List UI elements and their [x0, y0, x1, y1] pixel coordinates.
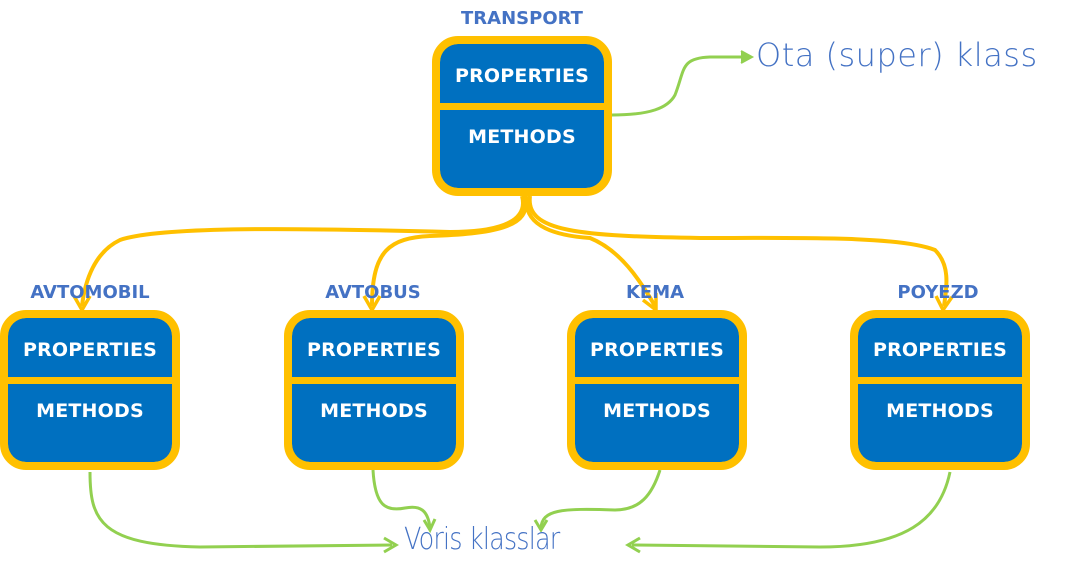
- superclass-properties: PROPERTIES: [440, 44, 604, 110]
- subclass-title-avtomobil: AVTOMOBIL: [30, 282, 150, 303]
- superclass-box-transport[interactable]: PROPERTIES METHODS: [432, 36, 612, 196]
- subclass-title-poyezd: POYEZD: [897, 282, 979, 303]
- subclass-methods: METHODS: [858, 384, 1022, 462]
- subclass-methods: METHODS: [292, 384, 456, 462]
- annotation-arrow-poyezd: [631, 471, 952, 549]
- annotation-arrow-avtobus: [371, 469, 432, 529]
- superclass-methods: METHODS: [440, 110, 604, 188]
- subclass-title-avtobus: AVTOBUS: [325, 282, 421, 303]
- annotation-arrowhead-poyezd: [625, 536, 641, 554]
- superclass-annotation: Ota (super) klass: [756, 36, 1038, 74]
- subclasses-annotation: Voris klasslar: [404, 522, 560, 557]
- annotation-arrow-kema: [539, 469, 662, 529]
- subclass-methods: METHODS: [575, 384, 739, 462]
- subclass-methods: METHODS: [8, 384, 172, 462]
- subclass-properties: PROPERTIES: [8, 318, 172, 384]
- subclass-properties: PROPERTIES: [292, 318, 456, 384]
- subclass-box-poyezd[interactable]: PROPERTIES METHODS: [850, 310, 1030, 470]
- subclass-properties: PROPERTIES: [575, 318, 739, 384]
- annotation-arrow-superclass: [611, 55, 748, 117]
- subclass-box-avtobus[interactable]: PROPERTIES METHODS: [284, 310, 464, 470]
- annotation-arrow-avtomobil: [88, 471, 393, 549]
- subclass-box-avtomobil[interactable]: PROPERTIES METHODS: [0, 310, 180, 470]
- annotation-arrowhead-superclass: [740, 50, 755, 64]
- superclass-title: TRANSPORT: [461, 8, 583, 29]
- subclass-title-kema: KEMA: [625, 282, 685, 303]
- subclass-properties: PROPERTIES: [858, 318, 1022, 384]
- annotation-arrowhead-avtomobil: [383, 536, 399, 554]
- subclass-box-kema[interactable]: PROPERTIES METHODS: [567, 310, 747, 470]
